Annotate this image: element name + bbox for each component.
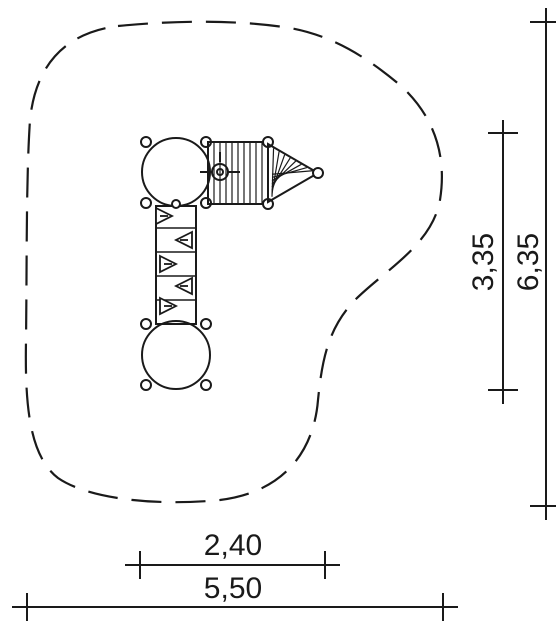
post-circle — [200, 379, 212, 391]
post-circle — [140, 197, 152, 209]
dimension-bottom-outer — [12, 593, 458, 621]
slide-chute — [267, 142, 324, 204]
steering-wheel-icon — [200, 152, 240, 181]
slide-hatch-line — [271, 157, 291, 188]
dimension-right-outer — [530, 8, 556, 520]
post-circle — [140, 318, 152, 330]
climbing-bridge — [155, 199, 197, 325]
lower-round-tower — [140, 318, 212, 391]
dimension-label-bottom-outer: 5,50 — [204, 572, 262, 605]
dimension-label-bottom-inner: 2,40 — [204, 529, 262, 562]
slide-hatch-line — [271, 170, 313, 175]
post-circle — [140, 379, 152, 391]
post-circle — [312, 167, 324, 179]
post-circle — [140, 136, 152, 148]
dimension-label-right-outer: 6,35 — [512, 233, 545, 291]
safety-zone-outline — [24, 20, 443, 504]
dimension-bottom-inner — [125, 551, 340, 579]
dimension-right-inner — [488, 120, 518, 404]
post-circle — [200, 318, 212, 330]
dimension-label-right-inner: 3,35 — [467, 233, 500, 291]
post-circle — [171, 199, 181, 209]
slide-hatch-line — [271, 160, 297, 185]
